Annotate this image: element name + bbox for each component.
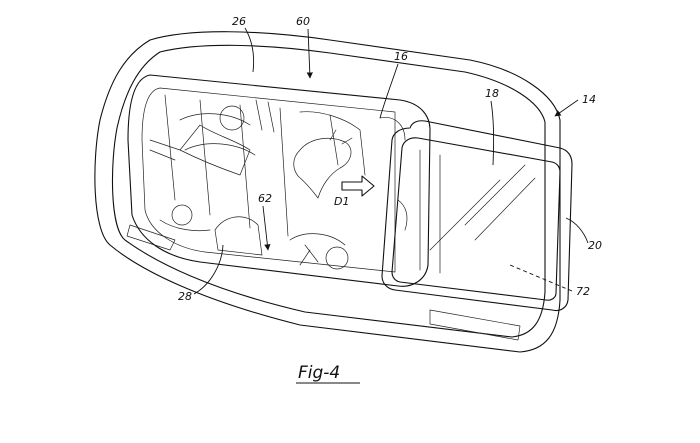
display-window [381, 120, 573, 312]
cabin-interior [127, 74, 431, 287]
label-18: 18 [485, 87, 499, 100]
label-14: 14 [582, 93, 596, 106]
label-62: 62 [258, 192, 272, 205]
reference-labels: 26 60 16 18 14 62 D1 20 28 72 [178, 15, 602, 303]
label-72: 72 [576, 285, 590, 298]
vehicle-body [94, 31, 561, 353]
direction-arrow-d1 [341, 175, 375, 197]
label-26: 26 [232, 15, 246, 28]
label-20: 20 [588, 239, 602, 252]
label-28: 28 [178, 290, 192, 303]
figure-label: Fig-4 [298, 363, 340, 383]
label-d1: D1 [334, 195, 349, 208]
label-60: 60 [296, 15, 310, 28]
label-16: 16 [394, 50, 408, 63]
